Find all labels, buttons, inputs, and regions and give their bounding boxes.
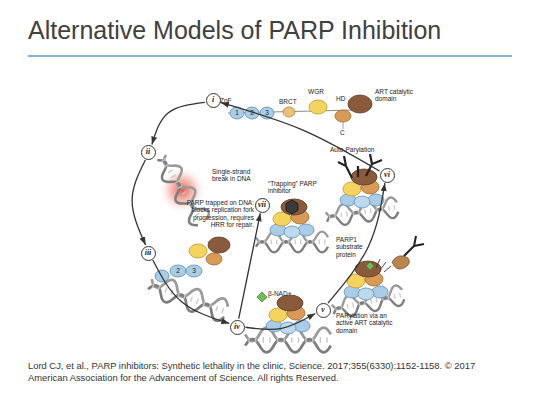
title-rule	[28, 55, 512, 57]
parp-complex	[270, 199, 314, 238]
figure-label: C	[340, 129, 350, 136]
stage-number: ii	[141, 145, 156, 160]
stage-number: v	[316, 303, 331, 318]
figure-label: “Trapping” PARP inhibitor	[268, 180, 318, 195]
cycle-arrow	[221, 103, 379, 171]
connector-group	[132, 102, 385, 329]
znf-domain	[155, 270, 169, 282]
stage-i-domains	[228, 95, 372, 129]
hd-domain	[335, 110, 351, 122]
stage-numeral: iii	[145, 249, 152, 257]
domain-number: 3	[189, 267, 199, 274]
figure-label: β-NAD+	[268, 290, 298, 297]
nad-diamond	[366, 262, 374, 270]
stage-numeral: v	[321, 306, 325, 314]
leader-line	[343, 122, 344, 129]
znf-domain	[245, 107, 259, 119]
domain-number: 2	[247, 109, 257, 116]
figure-label: BRCT	[279, 98, 303, 105]
parp-complex	[344, 261, 388, 300]
stage-number: i	[206, 93, 221, 108]
cycle-arrow	[132, 160, 145, 245]
stage-numeral: iv	[234, 323, 240, 331]
figure-label: HD	[336, 95, 350, 102]
figure-label: Auto-Parylation	[330, 146, 390, 153]
wgr-domain	[189, 244, 207, 258]
stage-numeral: i	[212, 96, 214, 104]
znf-domain	[170, 265, 186, 277]
citation-caption: Lord CJ, et al., PARP inhibitors: Synthe…	[28, 360, 508, 384]
stage-numeral: ii	[146, 148, 150, 156]
wgr-domain	[309, 100, 327, 114]
stage-numeral: vi	[384, 171, 390, 179]
brct-domain	[283, 107, 295, 117]
domain-number: 2	[173, 267, 183, 274]
art-domain	[348, 95, 372, 113]
figure-label: PARP trapped on DNA: blocks replication …	[180, 199, 254, 229]
domain-number: 3	[262, 109, 272, 116]
stage-number: iii	[141, 246, 156, 261]
stage-number: vii	[255, 198, 270, 213]
stage-number: iv	[230, 320, 245, 335]
stage-iii-binding	[146, 237, 230, 323]
stage-vi-complex	[325, 154, 399, 227]
slide-title: Alternative Models of PARP Inhibition	[28, 16, 441, 45]
stage-number: vi	[380, 168, 395, 183]
stage-numeral: vii	[258, 201, 266, 209]
nad-diamond	[257, 292, 267, 302]
domain-number: 1	[232, 109, 242, 116]
cycle-arrow	[239, 213, 261, 318]
figure-label: Single-strand break in DNA	[212, 168, 264, 183]
art-domain	[208, 237, 230, 253]
reaction-strokes	[376, 259, 391, 272]
figure-label: PARP1 substrate protein	[336, 236, 378, 258]
figure-label: ART catalytic domain	[375, 88, 417, 103]
inhibitor-shape	[286, 200, 298, 214]
par-chain	[338, 154, 382, 178]
substrate-protein	[392, 256, 409, 269]
cycle-arrow	[152, 102, 205, 144]
znf-domain	[186, 265, 202, 277]
par-chain	[404, 236, 424, 256]
cycle-arrow	[153, 260, 229, 323]
figure-label: ZnF	[220, 97, 240, 104]
parp-complex	[340, 169, 384, 208]
stage-iv-complex	[245, 292, 331, 352]
cycle-arrow	[245, 313, 315, 329]
parp-complex	[266, 295, 310, 334]
stage-v-complex	[331, 236, 424, 320]
cycle-arrow	[328, 183, 385, 303]
figure-label: PARylation via an active ART catalytic d…	[336, 312, 402, 334]
figure-label: WGR	[308, 88, 332, 95]
znf-domain	[230, 107, 244, 119]
znf-domain	[260, 107, 274, 119]
hd-domain	[206, 253, 222, 265]
